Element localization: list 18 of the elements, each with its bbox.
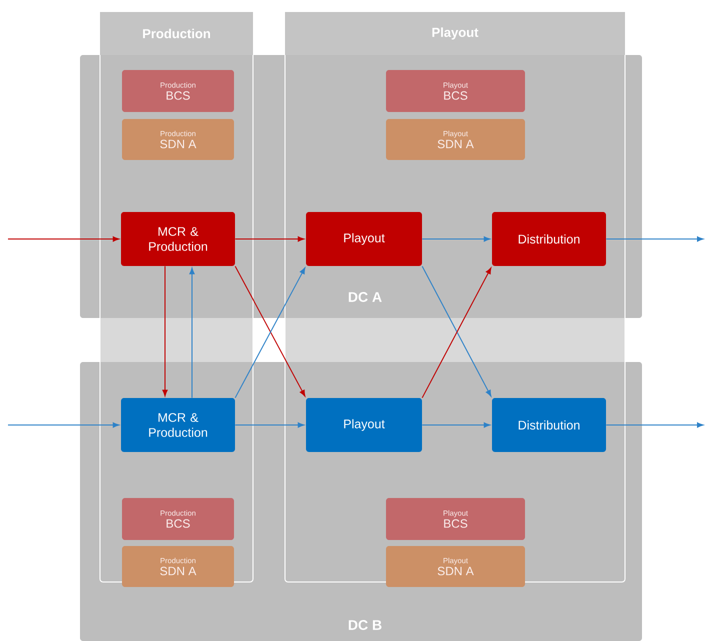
process-box: Distribution <box>492 212 606 266</box>
process-box: MCR & Production <box>121 212 235 266</box>
arrow <box>606 236 704 242</box>
arrow <box>422 422 490 428</box>
arrow <box>422 236 490 242</box>
arrow <box>234 422 304 428</box>
arrow <box>189 268 195 398</box>
arrow <box>234 236 304 242</box>
process-box: Playout <box>306 398 422 452</box>
process-box: Distribution <box>492 398 606 452</box>
arrow <box>8 422 120 428</box>
arrow <box>606 422 704 428</box>
column-header: Production <box>100 12 253 55</box>
process-box: Playout <box>306 212 422 266</box>
arrow <box>162 266 168 396</box>
column-header: Playout <box>285 12 625 55</box>
arrow <box>8 236 120 242</box>
process-box: MCR & Production <box>121 398 235 452</box>
